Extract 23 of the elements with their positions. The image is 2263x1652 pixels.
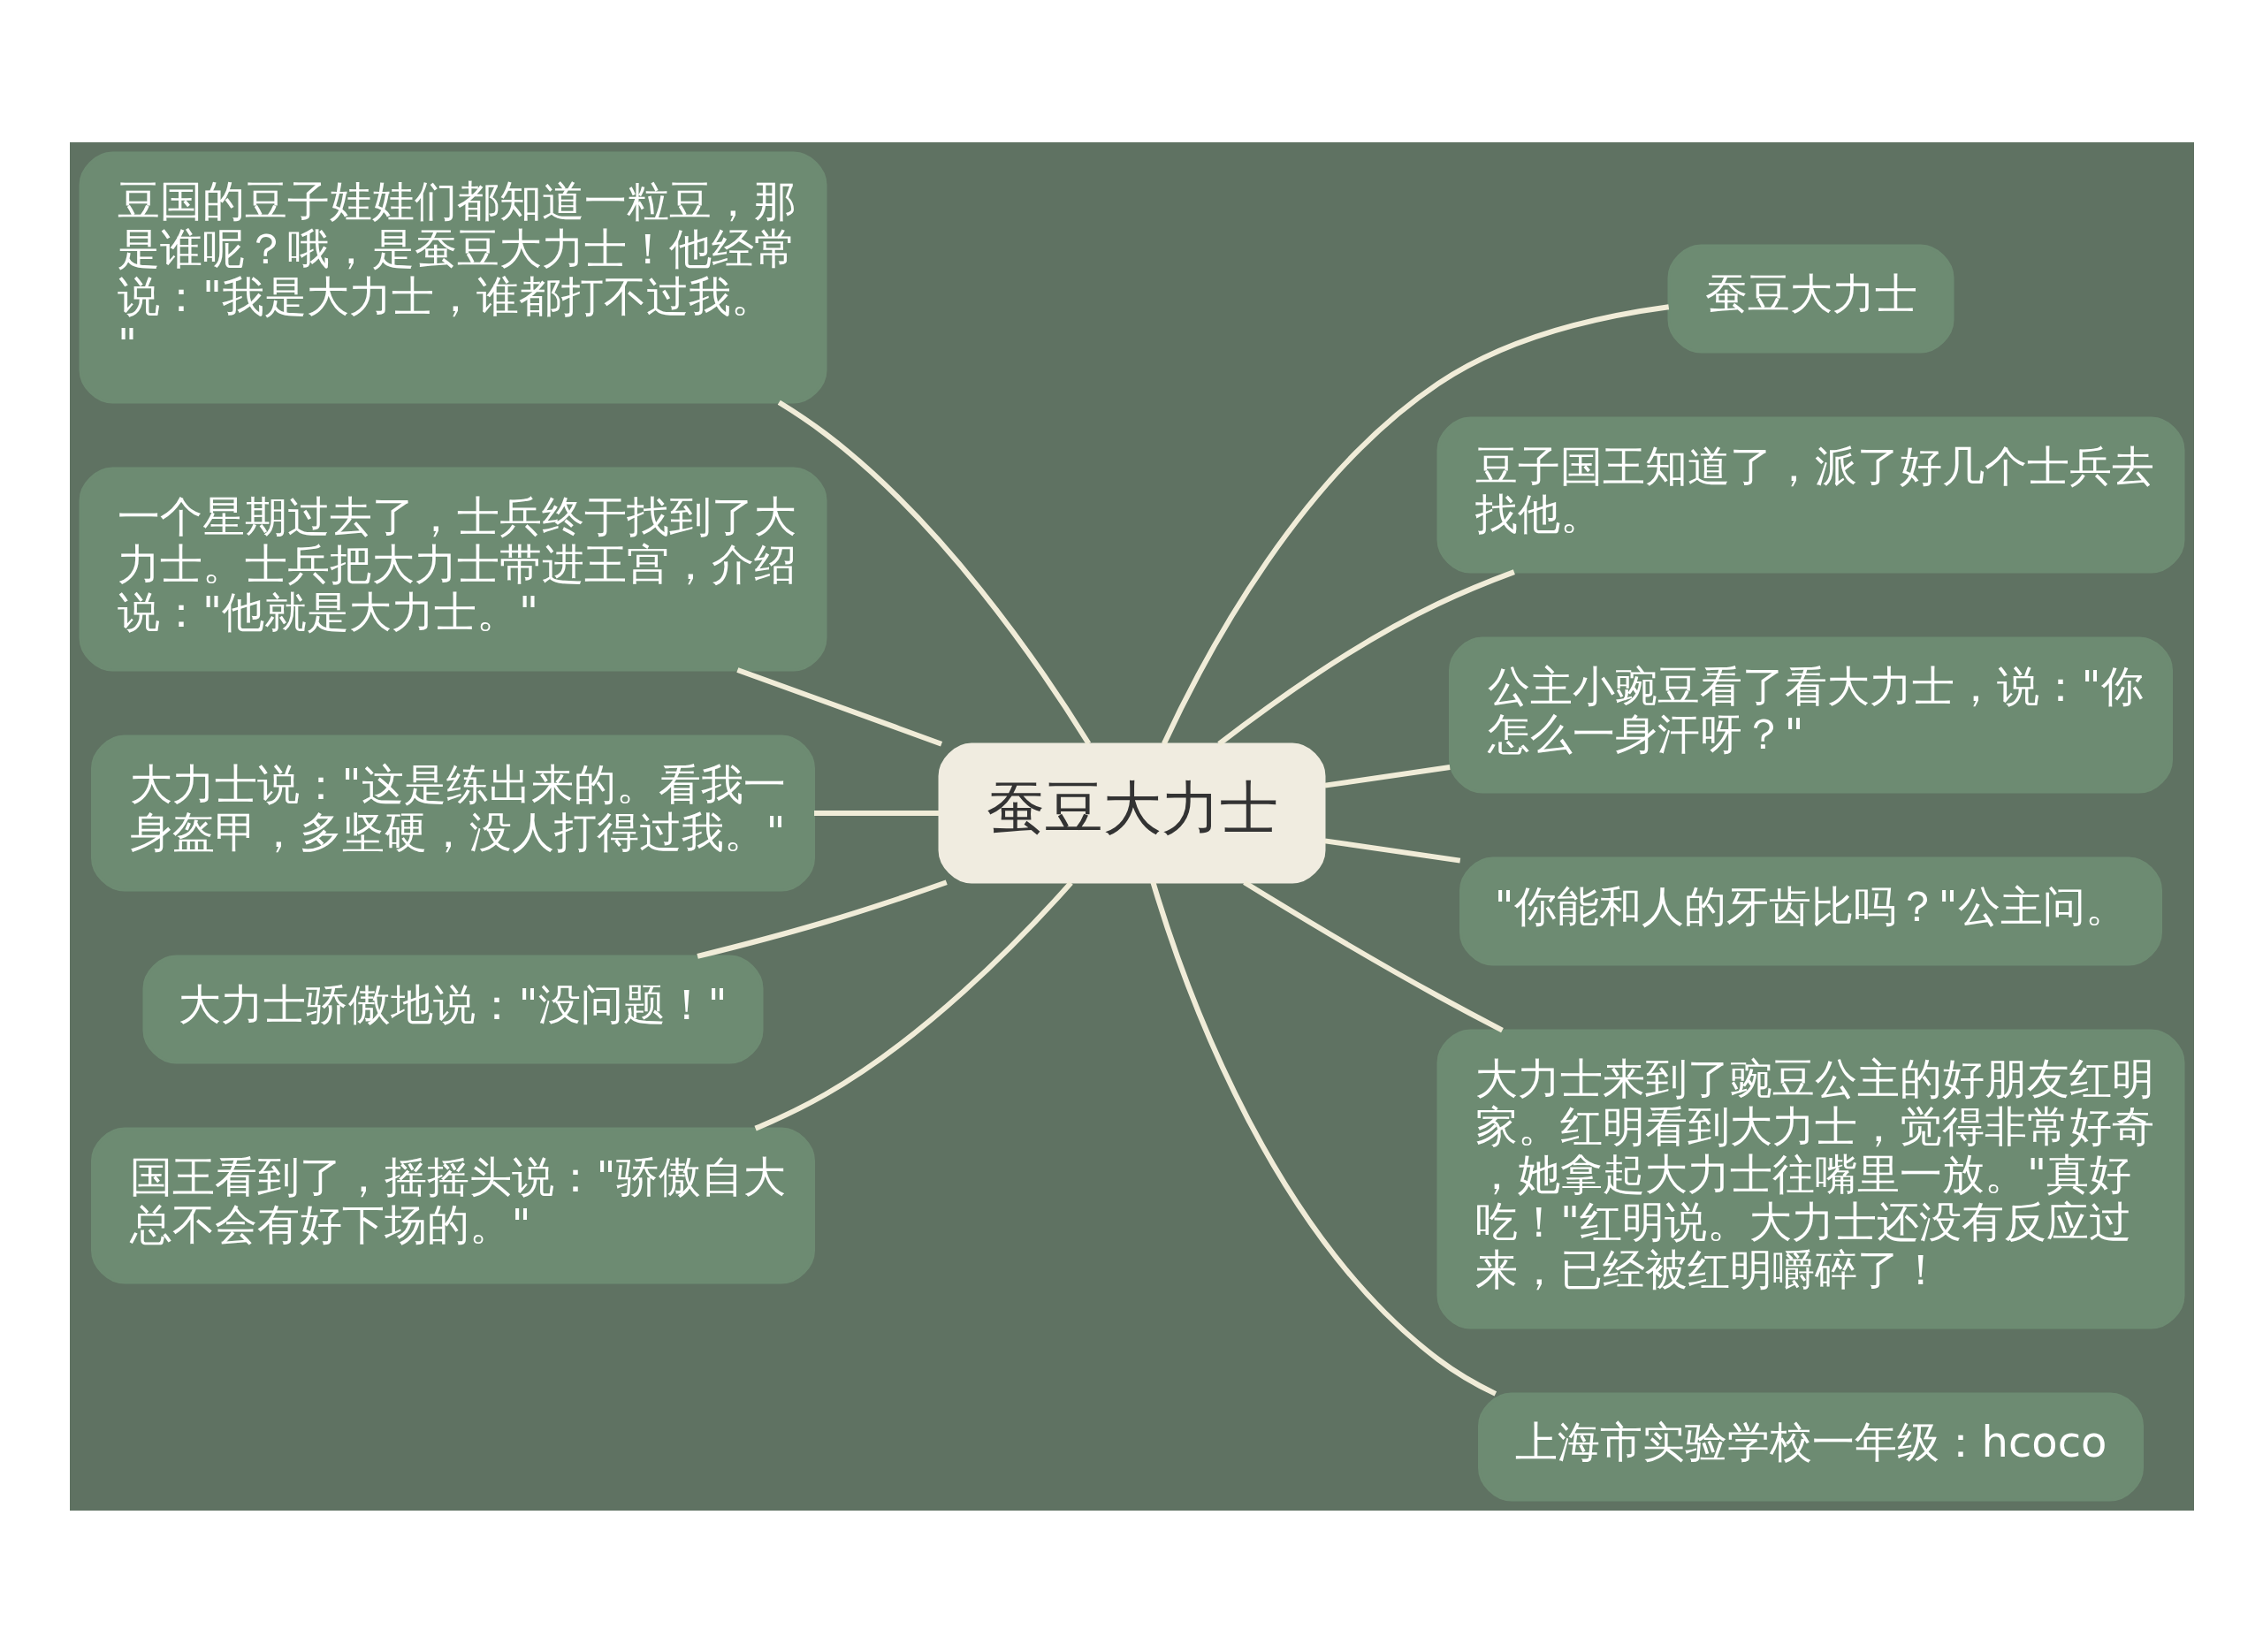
node-box: 一个星期过去了，士兵终于找到了大力士。士兵把大力士带进王宫，介绍说："他就是大力士。" (79, 467, 827, 671)
node-box: 上海市实验学校一年级：hcoco (1477, 1392, 2144, 1501)
connector (1150, 880, 1497, 1397)
node-box: 公主小豌豆看了看大力士，说："你怎么一身汗呀？" (1448, 636, 2173, 793)
node-box: 蚕豆大力士 (938, 742, 1325, 883)
connector (753, 880, 1073, 1131)
connector (777, 400, 1091, 745)
connector (1323, 764, 1451, 788)
node-box: 豆子国王知道了，派了好几个士兵去找他。 (1436, 416, 2184, 573)
connector (1161, 303, 1669, 745)
connector (1323, 837, 1460, 864)
node-box: 大力士说："这是练出来的。看我一身盔甲，多坚硬，没人打得过我。" (90, 735, 815, 891)
node-box: 国王看到了，摇摇头说："骄傲自大总不会有好下场的。" (90, 1127, 815, 1283)
connector (735, 666, 942, 747)
node-box: 豆国的豆子娃娃们都知道一粒豆，那是谁呢？哦，是蚕豆大力士！他经常说："我是大力士，谁都打不过我。" (79, 151, 827, 403)
connector (813, 810, 939, 816)
connector (1216, 568, 1515, 746)
connector (696, 879, 948, 959)
connector (1242, 879, 1504, 1032)
node-box: 大力士骄傲地说："没问题！" (142, 955, 763, 1063)
node-box: 大力士来到了豌豆公主的好朋友红明家。红明看到大力士，觉得非常好奇，她拿起大力士往嘴里一放。"真好吃！"红明说。大力士还没有反应过来，已经被红明嚼碎了！ (1436, 1029, 2184, 1328)
node-box: "你能和人的牙齿比吗？"公主问。 (1459, 856, 2162, 965)
node-box: 蚕豆大力士 (1667, 244, 1954, 353)
